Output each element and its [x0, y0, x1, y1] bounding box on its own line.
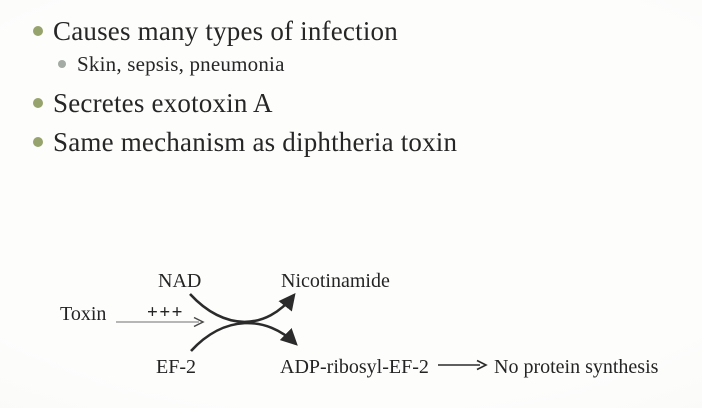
- sub-bullet-item: Skin, sepsis, pneumonia: [58, 51, 285, 77]
- ef2-to-adp-ribosyl-arrow: [190, 321, 298, 352]
- catalysis-plus-label: +++: [147, 302, 184, 323]
- toxin-label: Toxin: [60, 303, 107, 325]
- result-arrow-head: [476, 359, 488, 371]
- sub-bullet-text: Skin, sepsis, pneumonia: [77, 51, 285, 76]
- bullet-dot-icon: [33, 137, 43, 147]
- ef2-label: EF-2: [156, 356, 196, 378]
- bullet-text: Causes many types of infection: [53, 15, 398, 46]
- no-protein-synthesis-label: No protein synthesis: [494, 356, 659, 378]
- adp-ribosyl-ef2-label: ADP-ribosyl-EF-2: [280, 356, 429, 378]
- nicotinamide-label: Nicotinamide: [281, 270, 390, 292]
- nad-label: NAD: [158, 270, 202, 292]
- toxin-arrow-head: [193, 316, 205, 328]
- bullet-text: Secretes exotoxin A: [53, 87, 273, 118]
- bullet-item: Causes many types of infection: [33, 14, 398, 48]
- bullet-dot-icon: [33, 98, 43, 108]
- nad-to-nicotinamide-arrow: [189, 293, 296, 324]
- bullet-item: Secretes exotoxin A: [33, 86, 273, 120]
- bullet-dot-icon: [33, 26, 43, 36]
- bullet-text: Same mechanism as diphtheria toxin: [53, 126, 458, 157]
- bullet-item: Same mechanism as diphtheria toxin: [33, 125, 457, 159]
- sub-bullet-dot-icon: [58, 60, 66, 68]
